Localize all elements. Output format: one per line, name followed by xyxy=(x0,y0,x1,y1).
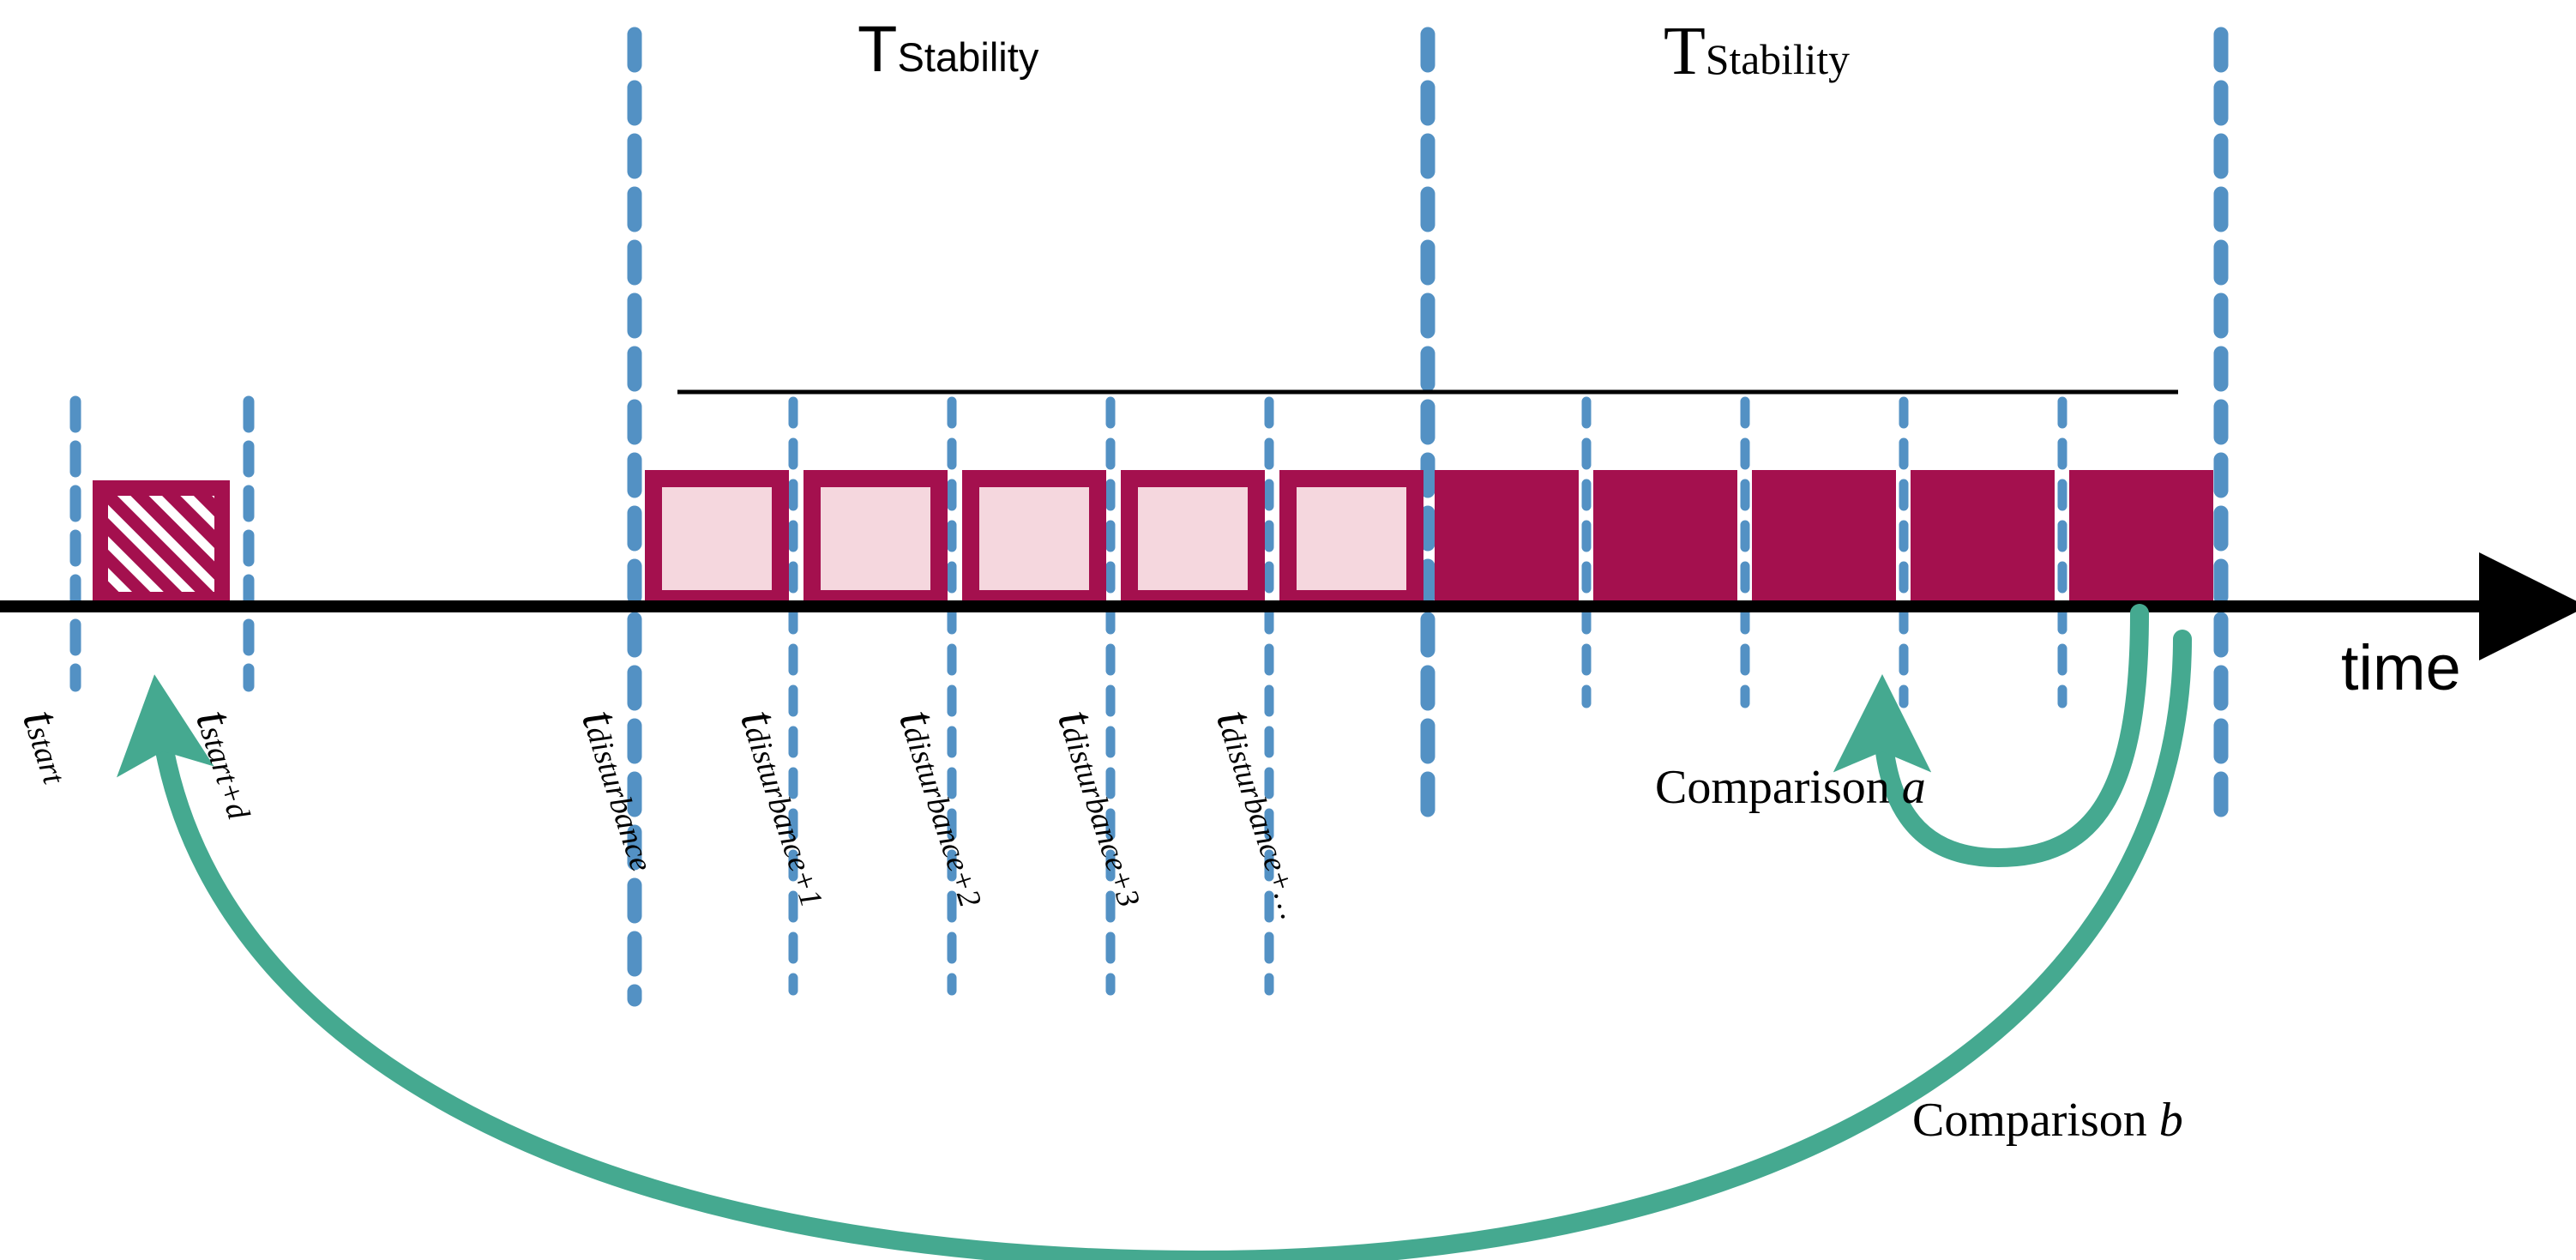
disturbance-boxes xyxy=(645,470,1423,607)
disturbance-window-4 xyxy=(1279,470,1423,607)
stability-label-2: TStability xyxy=(1664,17,1850,86)
stability-label-2-sub: Stability xyxy=(1705,36,1850,83)
recovery-window-3 xyxy=(1911,470,2055,607)
comparison-a-prefix: Comparison xyxy=(1655,761,1890,814)
dashed-tick-lines xyxy=(69,27,2229,1007)
stability-label-1: TStability xyxy=(858,17,1038,82)
recovery-window-1 xyxy=(1593,470,1737,607)
baseline-window-hatch xyxy=(108,496,214,592)
hatched-box-group xyxy=(93,480,230,607)
recovery-boxes xyxy=(1435,470,2213,607)
comparison-b-symbol: b xyxy=(2158,1094,2183,1147)
comparison-a-path xyxy=(1833,604,2149,868)
stability-label-1-main: T xyxy=(858,13,898,86)
stability-label-1-sub: Stability xyxy=(897,34,1039,80)
comparison-b-arrow xyxy=(117,630,2192,1260)
stability-label-2-main: T xyxy=(1664,14,1706,89)
recovery-window-0 xyxy=(1435,470,1579,607)
comparison-a-label: Comparison a xyxy=(1655,763,1926,811)
comparison-b-prefix: Comparison xyxy=(1912,1094,2147,1147)
disturbance-window-2 xyxy=(962,470,1106,607)
recovery-window-4 xyxy=(2069,470,2213,607)
comparison-a-arrow xyxy=(1833,604,2149,868)
comparison-b-label: Comparison b xyxy=(1912,1096,2183,1144)
comparison-b-path xyxy=(117,630,2192,1260)
axis-label-time: time xyxy=(2341,632,2461,703)
disturbance-window-1 xyxy=(803,470,948,607)
recovery-window-2 xyxy=(1752,470,1896,607)
comparison-a-symbol: a xyxy=(1901,761,1926,814)
disturbance-window-3 xyxy=(1121,470,1265,607)
disturbance-window-0 xyxy=(645,470,789,607)
